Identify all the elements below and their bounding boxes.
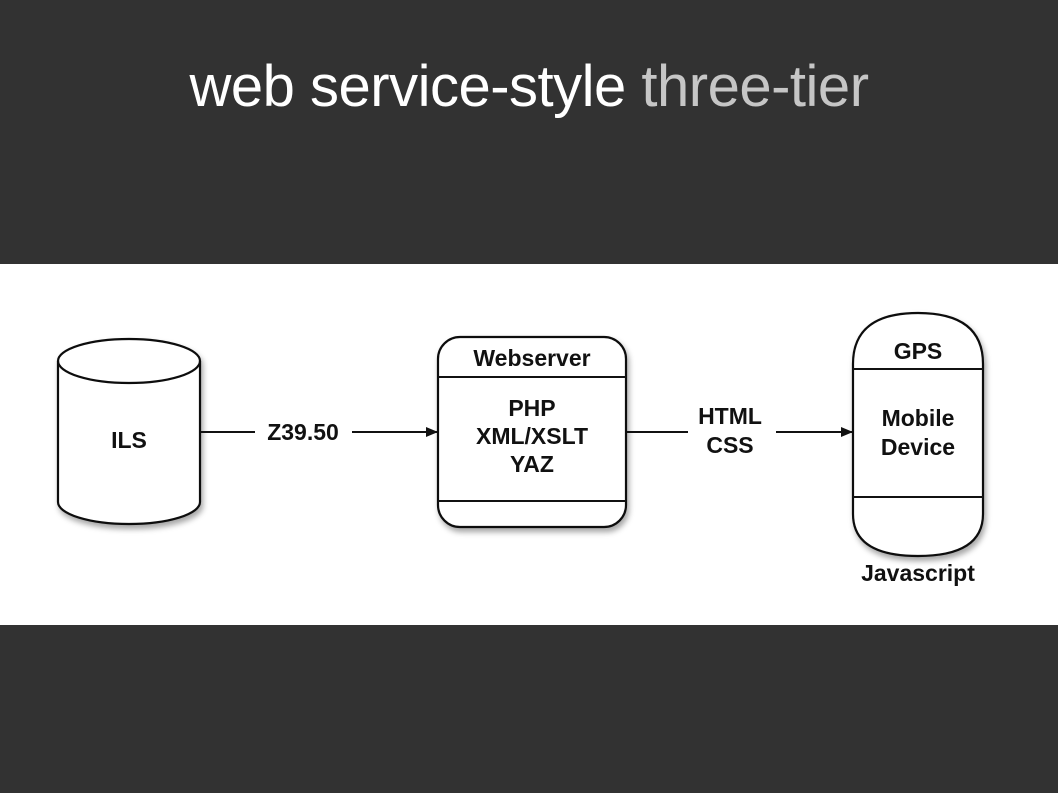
device-line-mobile: Mobile <box>882 405 955 431</box>
ils-label: ILS <box>111 427 147 453</box>
link2-label-html: HTML <box>698 403 762 429</box>
mobile-device <box>851 311 985 558</box>
webserver-header: Webserver <box>473 345 590 371</box>
diagram-panel: ILS Z39.50 Webserver PHP XML/XSLT YAZ HT… <box>0 264 1058 625</box>
device-header: GPS <box>894 338 943 364</box>
webserver-box <box>436 335 628 529</box>
title-primary: web service-style <box>189 54 626 119</box>
link2-label-css: CSS <box>706 432 753 458</box>
webserver-line-php: PHP <box>508 395 555 421</box>
ils-database <box>56 337 202 526</box>
webserver-line-yaz: YAZ <box>510 451 554 477</box>
device-line-device: Device <box>881 434 955 460</box>
webserver-line-xml: XML/XSLT <box>476 423 588 449</box>
link1-label: Z39.50 <box>267 419 339 445</box>
slide-title: web service-style three-tier <box>0 52 1058 122</box>
architecture-diagram: ILS Z39.50 Webserver PHP XML/XSLT YAZ HT… <box>56 311 985 586</box>
device-caption: Javascript <box>861 560 975 586</box>
title-secondary: three-tier <box>641 54 869 119</box>
